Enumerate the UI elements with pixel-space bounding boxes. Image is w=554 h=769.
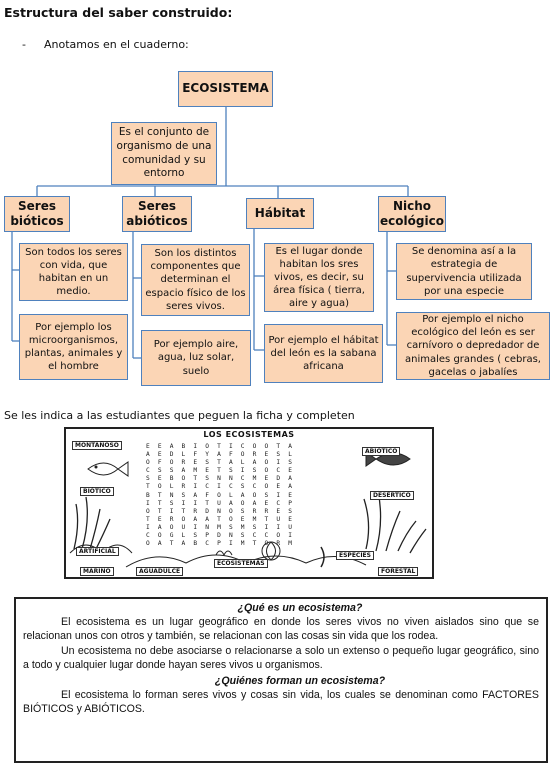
grid-row: E E A B I O T I C O O T A bbox=[146, 443, 295, 450]
word-label-aguadulce: AGUADULCE bbox=[136, 567, 184, 576]
example-bioticos: Por ejemplo los microorganismos, plantas… bbox=[19, 314, 128, 380]
category-bioticos: Seres bióticos bbox=[4, 196, 70, 232]
grid-row: C O G L S P D N S C C O I bbox=[146, 532, 295, 540]
reading-card: ¿Qué es un ecosistema? El ecosistema es … bbox=[14, 597, 548, 763]
word-search-worksheet: LOS ECOSISTEMAS MONTAÑOSO ABIÓTICO BIÓTI… bbox=[64, 427, 434, 579]
concept-map-connectors bbox=[11, 106, 409, 359]
word-label-desertico: DESÉRTICO bbox=[370, 491, 414, 500]
paragraph: El ecosistema lo forman seres vivos y co… bbox=[23, 689, 539, 716]
bullet-dash: - bbox=[22, 38, 26, 51]
example-abioticos: Por ejemplo aire, agua, luz solar, suelo bbox=[141, 330, 251, 386]
grid-row: B T N S A F O L A O S I E bbox=[146, 491, 295, 499]
category-habitat: Hábitat bbox=[246, 198, 314, 229]
desc-nicho: Se denomina así a la estrategia de super… bbox=[396, 243, 532, 300]
grid-row: I A O U I N M S M S I I U bbox=[146, 523, 295, 531]
example-nicho: Por ejemplo el nicho ecológico del león … bbox=[396, 312, 550, 380]
grid-row: O A T A B C P I M T O R M bbox=[146, 540, 295, 548]
question-heading: ¿Qué es un ecosistema? bbox=[237, 602, 363, 614]
concept-root: ECOSISTEMA bbox=[178, 71, 273, 107]
bullet-text: Anotamos en el cuaderno: bbox=[44, 38, 189, 51]
bullet-item: - Anotamos en el cuaderno: bbox=[22, 38, 189, 51]
paragraph: El ecosistema es un lugar geográfico en … bbox=[23, 616, 539, 643]
word-label-marino: MARINO bbox=[80, 567, 114, 576]
instruction-text: Se les indica a las estudiantes que pegu… bbox=[4, 409, 355, 422]
word-label-forestal: FORESTAL bbox=[378, 567, 419, 576]
grid-row: I T S I I T U A O A E C P bbox=[146, 499, 295, 507]
grid-row: O T I T R D N O S R R E S bbox=[146, 507, 295, 515]
grid-row: S E B O T S N N C M E D A bbox=[146, 475, 295, 483]
worksheet-title: LOS ECOSISTEMAS bbox=[203, 430, 295, 439]
word-label-biotico: BIÓTICO bbox=[80, 487, 114, 496]
grid-row: O F O R E S T A L A O I S bbox=[146, 459, 295, 467]
word-label-artificial: ARTIFICIAL bbox=[76, 547, 119, 556]
grid-row: C S S A M E T S I S O C E bbox=[146, 467, 295, 475]
category-abioticos: Seres abióticos bbox=[122, 196, 192, 232]
word-label-abiotico: ABIÓTICO bbox=[362, 447, 401, 456]
desc-bioticos: Son todos los seres con vida, que habita… bbox=[19, 243, 128, 301]
grid-row: T O L R I C I C S C O E A bbox=[146, 483, 295, 491]
section-heading: Estructura del saber construido: bbox=[4, 5, 233, 20]
word-label-ecosistemas: ECOSISTEMAS bbox=[214, 559, 268, 568]
desc-habitat: Es el lugar donde habitan los sres vivos… bbox=[264, 243, 374, 312]
definition-box: Es el conjunto de organismo de una comun… bbox=[111, 122, 217, 185]
desc-abioticos: Son los distintos componentes que determ… bbox=[141, 244, 250, 316]
word-label-especies: ESPECIES bbox=[336, 551, 374, 560]
grid-row: T E R O A A T O E M T U E bbox=[146, 515, 295, 523]
letter-grid: E E A B I O T I C O O T A A E D L F Y A … bbox=[146, 443, 294, 548]
question-heading: ¿Quiénes forman un ecosistema? bbox=[214, 675, 386, 688]
paragraph: Un ecosistema no debe asociarse o relaci… bbox=[23, 644, 539, 671]
grid-row: A E D L F Y A F O R E S L bbox=[146, 451, 295, 459]
category-nicho: Nicho ecológico bbox=[378, 196, 446, 232]
word-label-montanoso: MONTAÑOSO bbox=[72, 441, 122, 450]
example-habitat: Por ejemplo el hábitat del león es la sa… bbox=[264, 324, 383, 383]
